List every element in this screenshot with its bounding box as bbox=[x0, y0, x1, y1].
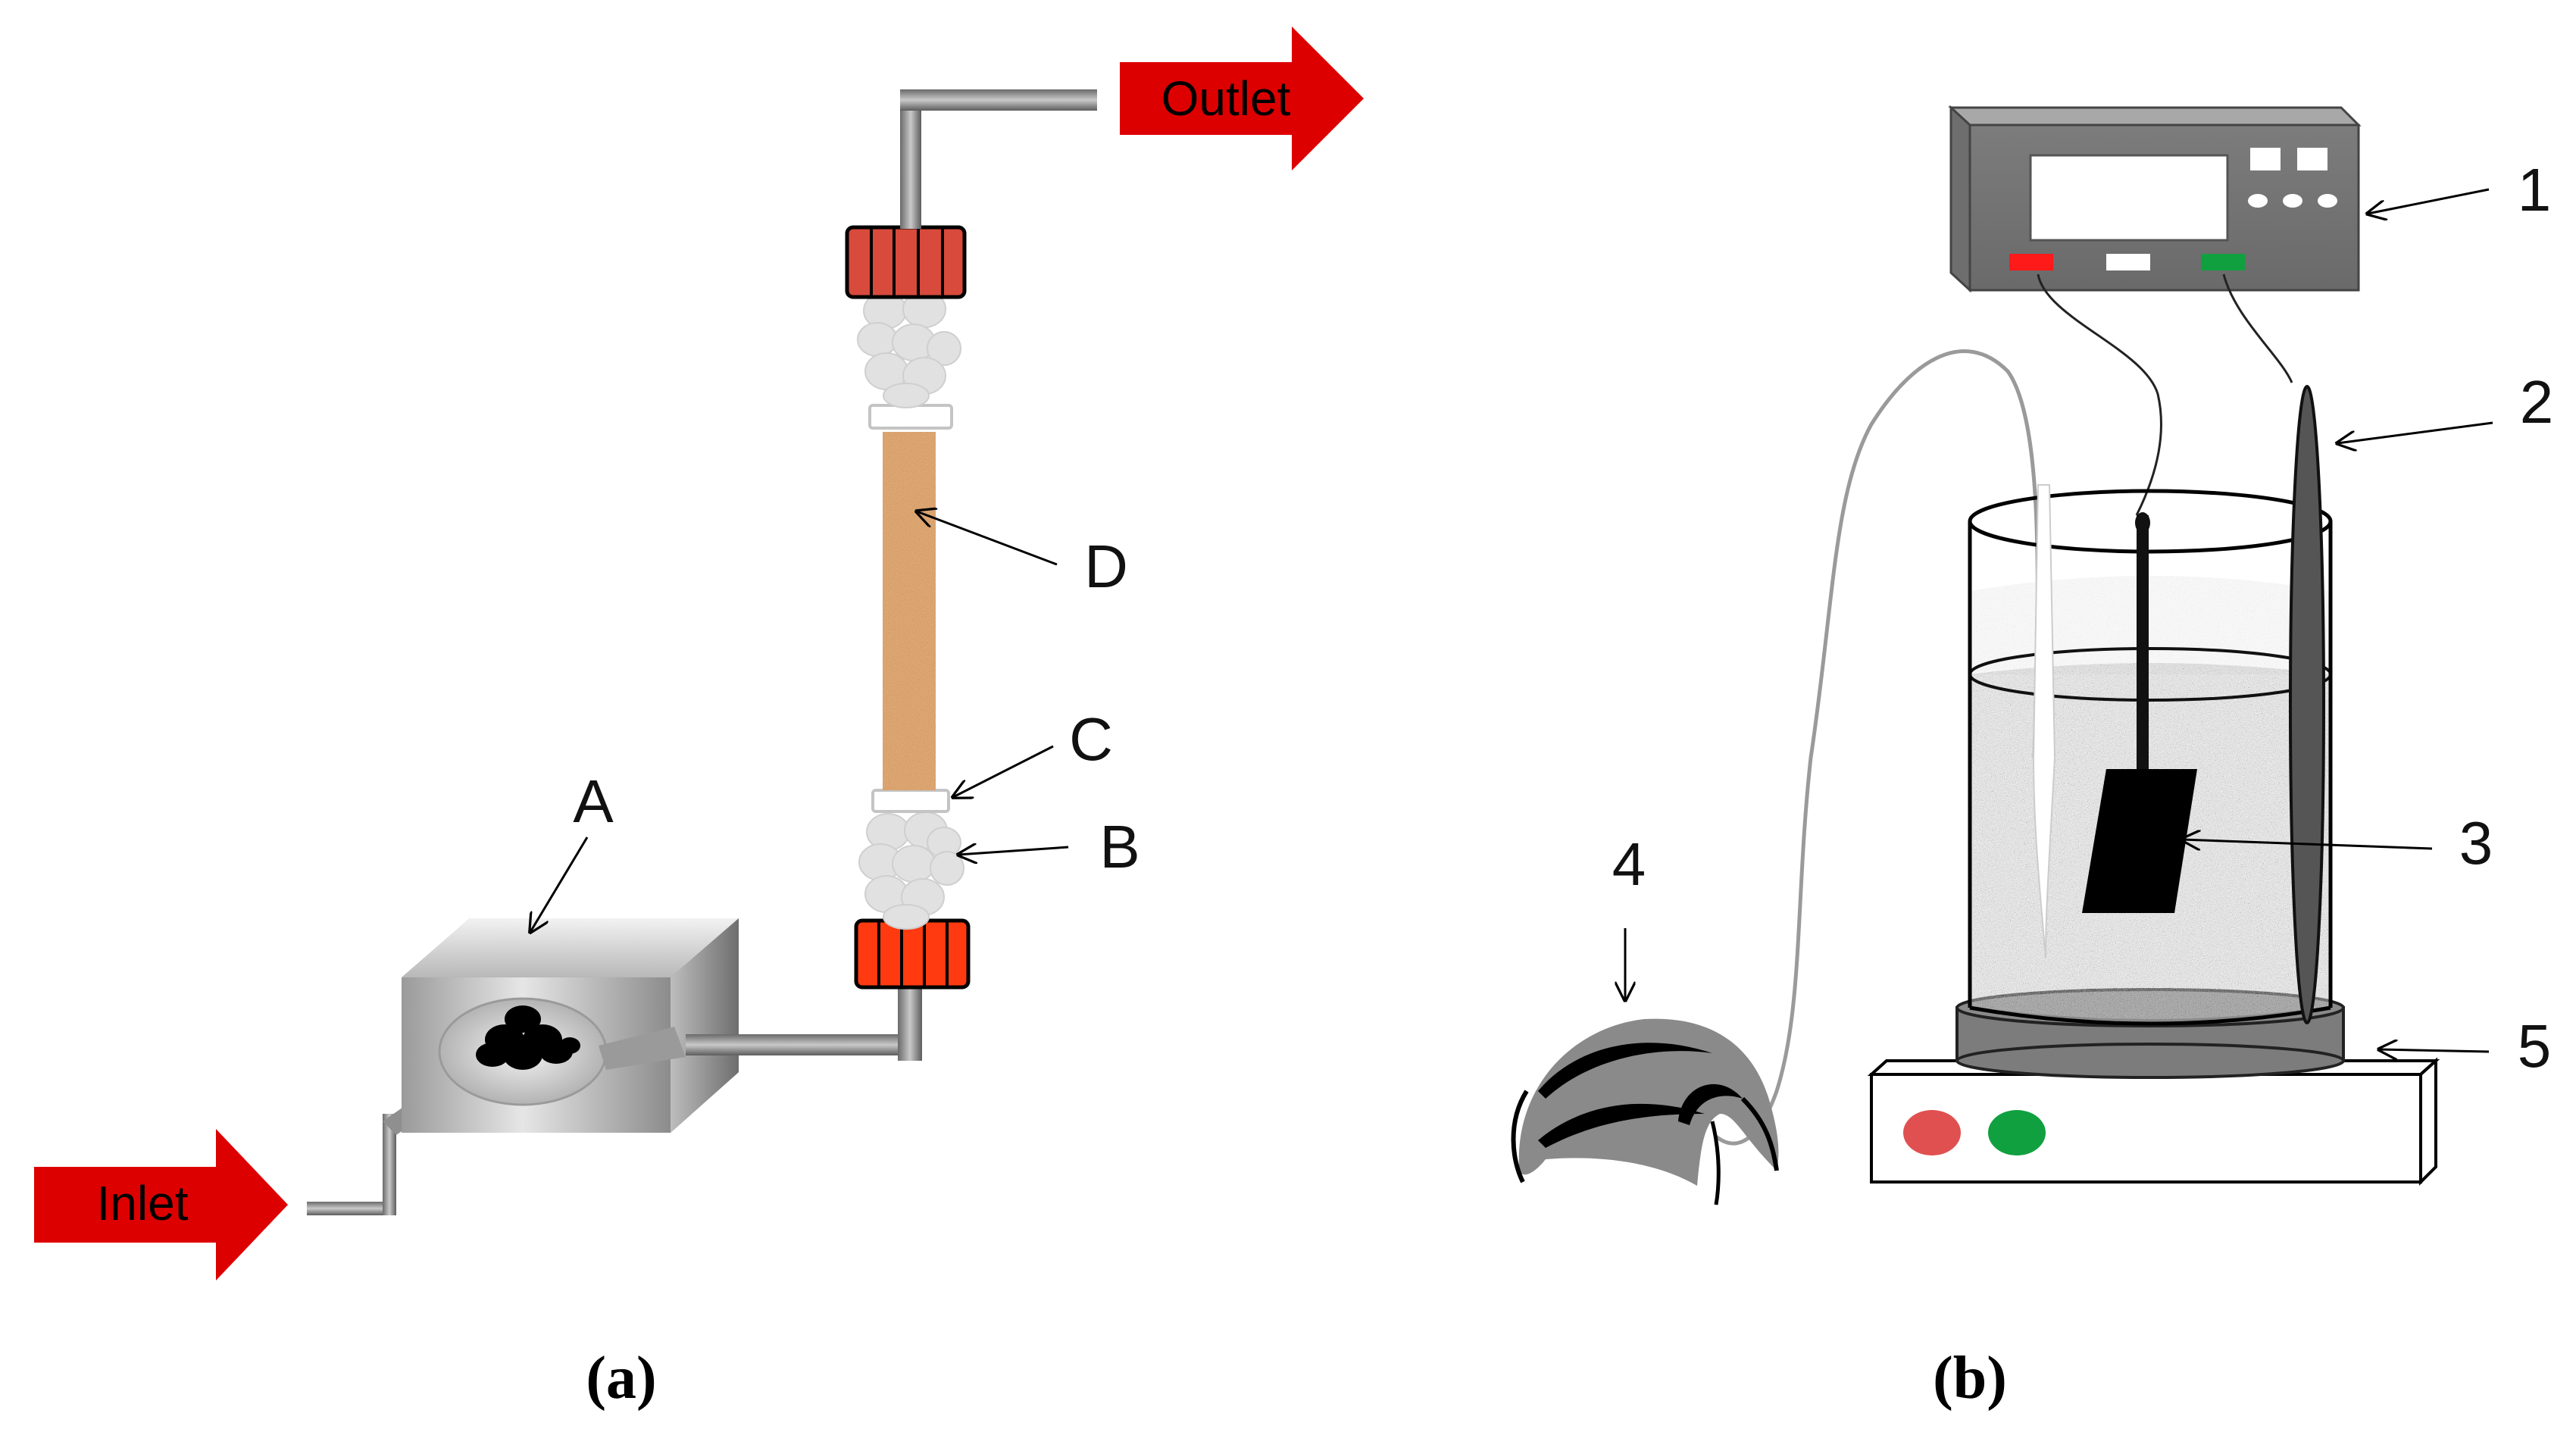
top-glass-beads bbox=[857, 290, 961, 408]
leader-5 bbox=[2379, 1049, 2490, 1052]
stir-plate bbox=[1867, 1057, 2440, 1186]
label-d: D bbox=[1084, 533, 1128, 600]
controller-knob-2 bbox=[2283, 194, 2302, 208]
label-3: 3 bbox=[2459, 809, 2493, 877]
controller-unit bbox=[1948, 105, 2362, 293]
label-b: B bbox=[1099, 813, 1140, 880]
terminal-white bbox=[2106, 254, 2150, 270]
caption-a: (a) bbox=[586, 1345, 656, 1412]
leader-d bbox=[917, 511, 1058, 566]
panel-a: Inlet bbox=[34, 27, 1364, 1412]
leader-3 bbox=[2182, 840, 2433, 849]
plate-button-green bbox=[1988, 1110, 2046, 1155]
top-frit bbox=[868, 404, 953, 430]
label-4: 4 bbox=[1612, 830, 1646, 898]
controller-knob-1 bbox=[2248, 194, 2268, 208]
outlet-arrow: Outlet bbox=[1120, 27, 1364, 170]
outlet-pipe bbox=[900, 89, 1097, 229]
outlet-label: Outlet bbox=[1161, 71, 1291, 126]
leader-b bbox=[958, 847, 1069, 855]
label-1: 1 bbox=[2518, 156, 2552, 224]
pump-rollers bbox=[476, 1005, 580, 1070]
inlet-arrow: Inlet bbox=[34, 1129, 288, 1280]
handheld-device bbox=[1511, 1018, 1779, 1205]
leader-a bbox=[530, 836, 589, 932]
label-a: A bbox=[573, 768, 614, 835]
bottom-glass-beads bbox=[858, 811, 964, 930]
peristaltic-pump bbox=[402, 918, 739, 1133]
temperature-probe bbox=[2032, 484, 2056, 959]
caption-b: (b) bbox=[1933, 1345, 2007, 1412]
plate-button-red bbox=[1903, 1110, 1961, 1155]
panel-b: 1 2 3 4 5 (b) bbox=[1511, 105, 2554, 1412]
label-2: 2 bbox=[2520, 368, 2554, 436]
bottom-clamp bbox=[854, 918, 971, 990]
controller-button-top-right bbox=[2297, 148, 2327, 170]
controller-button-top-left bbox=[2250, 148, 2281, 170]
inlet-label: Inlet bbox=[97, 1176, 189, 1230]
probe-cable bbox=[1715, 349, 2040, 1146]
leader-c bbox=[953, 745, 1054, 797]
sand-column bbox=[883, 432, 936, 790]
column-feed-pipe bbox=[686, 985, 922, 1061]
label-c: C bbox=[1069, 705, 1113, 773]
side-electrode bbox=[2289, 385, 2325, 1024]
beaker bbox=[1968, 489, 2333, 1026]
controller-knob-3 bbox=[2318, 194, 2337, 208]
leader-1 bbox=[2368, 188, 2490, 214]
label-5: 5 bbox=[2518, 1012, 2552, 1080]
terminal-red bbox=[2009, 254, 2053, 270]
bottom-frit bbox=[871, 789, 950, 813]
leader-2 bbox=[2337, 421, 2493, 443]
wires bbox=[2037, 274, 2293, 516]
top-clamp bbox=[845, 225, 967, 299]
controller-display bbox=[2029, 154, 2229, 242]
terminal-green bbox=[2201, 254, 2245, 270]
electrode bbox=[2082, 512, 2197, 913]
